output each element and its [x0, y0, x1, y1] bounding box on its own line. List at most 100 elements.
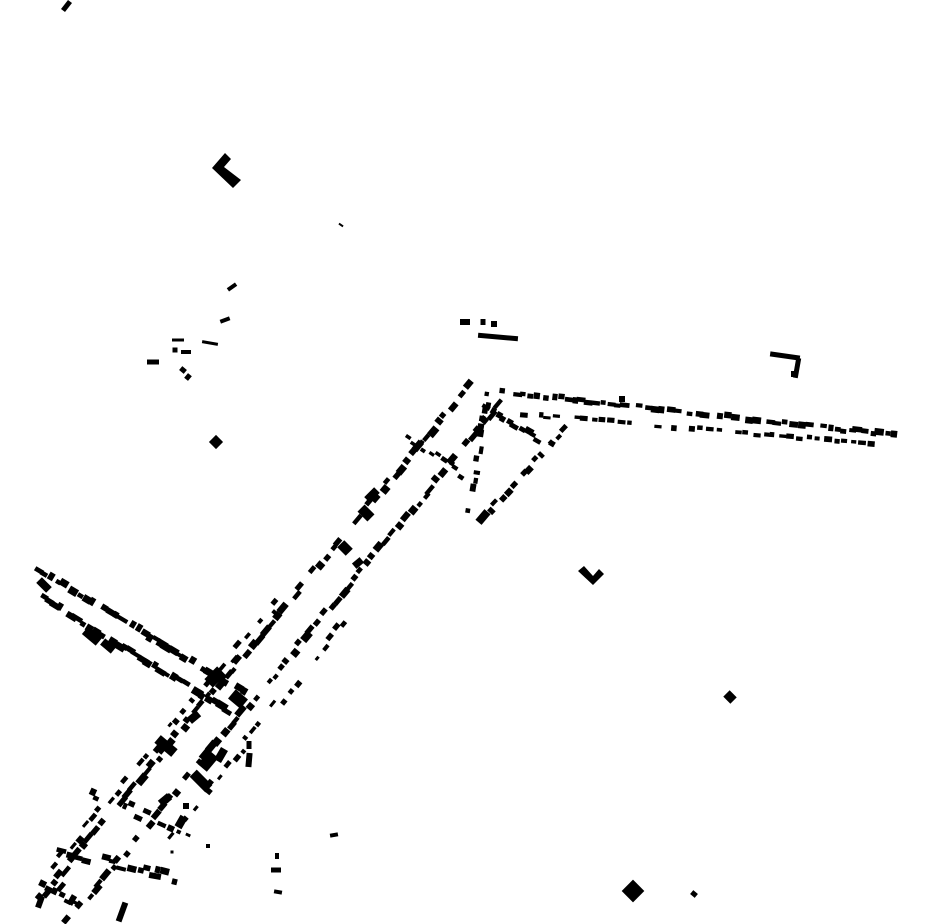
building: [81, 857, 92, 866]
building: [430, 474, 441, 484]
building: [221, 706, 233, 717]
building: [167, 831, 175, 840]
building: [791, 371, 797, 377]
building: [473, 470, 481, 476]
building: [166, 824, 176, 833]
building: [598, 416, 606, 423]
building: [532, 436, 542, 445]
building: [58, 577, 70, 589]
building: [154, 865, 161, 874]
building: [343, 581, 355, 594]
building: [735, 430, 742, 435]
building: [650, 405, 660, 414]
building: [60, 865, 72, 878]
building: [181, 350, 191, 354]
building: [192, 805, 199, 812]
building: [867, 440, 875, 447]
building: [269, 699, 277, 708]
building: [485, 402, 492, 408]
building: [219, 316, 231, 324]
building: [592, 400, 601, 406]
building: [529, 431, 537, 438]
building: [716, 412, 724, 420]
building: [480, 319, 486, 325]
building: [307, 565, 317, 575]
building: [44, 885, 53, 894]
building: [185, 832, 191, 838]
building: [627, 420, 632, 426]
building: [253, 694, 261, 702]
building: [478, 446, 484, 455]
building: [127, 800, 136, 808]
building: [462, 378, 474, 390]
building: [438, 411, 447, 420]
building: [277, 663, 285, 671]
building: [477, 423, 485, 432]
building: [191, 705, 200, 715]
building: [574, 415, 582, 420]
building: [248, 725, 257, 735]
building: [76, 592, 85, 600]
building: [498, 415, 507, 423]
building: [204, 666, 226, 688]
building: [142, 766, 152, 776]
building: [314, 655, 320, 662]
building: [885, 430, 891, 436]
building: [583, 399, 593, 406]
building: [114, 789, 123, 797]
building: [499, 387, 506, 394]
building: [422, 433, 431, 443]
building: [120, 775, 129, 785]
building: [79, 620, 87, 628]
building: [121, 802, 129, 810]
building: [126, 864, 138, 874]
building: [147, 359, 159, 365]
buildings-layer: [33, 0, 898, 924]
building: [467, 430, 479, 443]
building: [257, 617, 264, 625]
building: [613, 403, 621, 408]
building: [473, 477, 479, 485]
building: [206, 844, 210, 848]
building: [806, 434, 813, 440]
building: [407, 504, 419, 516]
building: [273, 889, 283, 895]
building: [498, 494, 508, 503]
building: [92, 795, 100, 802]
building: [154, 666, 167, 677]
building: [81, 626, 103, 646]
building: [142, 753, 150, 760]
building: [552, 393, 558, 401]
building: [600, 399, 606, 406]
building: [171, 717, 180, 726]
building: [371, 493, 381, 504]
building: [323, 553, 332, 562]
building: [150, 660, 160, 670]
building: [116, 614, 129, 625]
building: [171, 788, 182, 798]
building: [399, 510, 411, 523]
building: [699, 411, 710, 419]
building: [428, 451, 435, 457]
building: [74, 854, 83, 862]
building: [39, 570, 49, 578]
building: [591, 417, 598, 422]
building: [100, 638, 116, 654]
building: [231, 715, 240, 725]
building: [287, 688, 295, 695]
building: [188, 697, 196, 704]
building: [267, 619, 277, 629]
building: [172, 338, 184, 342]
building: [489, 498, 499, 507]
building: [723, 411, 732, 419]
building: [271, 867, 281, 873]
building: [744, 416, 754, 424]
building: [145, 632, 155, 643]
building: [304, 624, 315, 636]
building: [70, 612, 84, 624]
building: [242, 648, 253, 660]
building: [61, 0, 72, 12]
building: [424, 484, 435, 496]
building: [619, 396, 625, 402]
building: [351, 557, 365, 569]
